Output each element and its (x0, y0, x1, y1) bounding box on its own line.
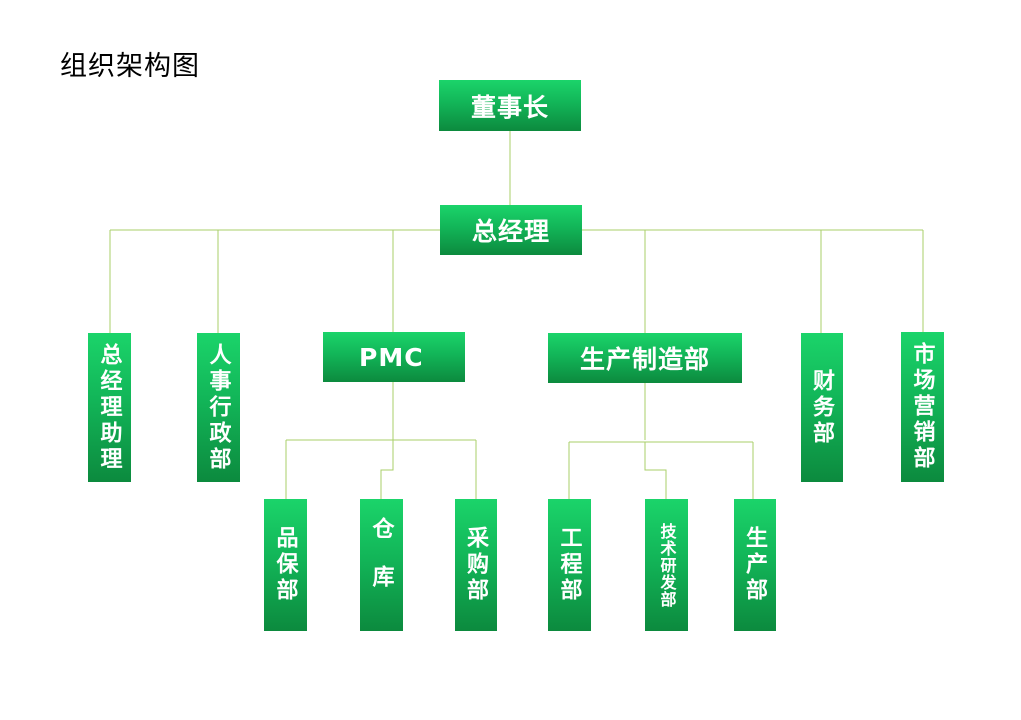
node-general-manager: 总经理 (440, 205, 582, 255)
node-purchasing: 采购部 (455, 499, 497, 631)
node-warehouse: 仓库 (360, 499, 403, 631)
node-finance: 财务部 (801, 333, 843, 482)
node-marketing: 市场营销部 (901, 332, 944, 482)
node-pmc: PMC (323, 332, 465, 382)
node-rnd: 技术研发部 (645, 499, 688, 631)
node-hr-admin: 人事行政部 (197, 333, 240, 482)
node-production-manufacturing: 生产制造部 (548, 333, 742, 383)
page-title: 组织架构图 (60, 51, 200, 82)
node-production: 生产部 (734, 499, 776, 631)
node-engineering: 工程部 (548, 499, 591, 631)
node-gm-assistant: 总经理助理 (88, 333, 131, 482)
node-quality-assurance: 品保部 (264, 499, 307, 631)
node-chairman: 董事长 (439, 80, 581, 131)
